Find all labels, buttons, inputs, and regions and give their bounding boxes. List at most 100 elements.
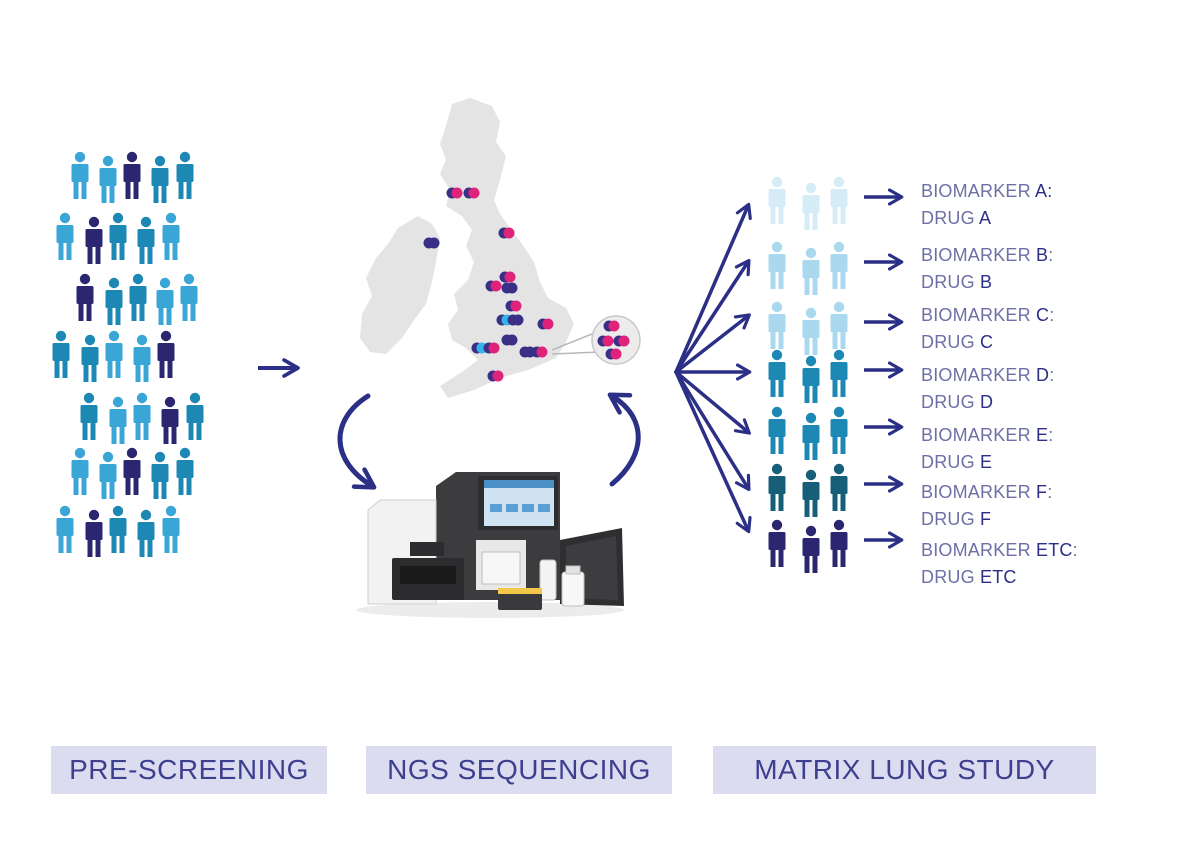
biomarker-group xyxy=(768,301,904,355)
site-marker-icon xyxy=(507,314,524,326)
person-icon xyxy=(161,396,179,444)
biomarker-person-groups xyxy=(768,176,904,573)
person-icon xyxy=(56,505,74,553)
person-icon xyxy=(123,151,141,199)
site-marker-icon xyxy=(446,187,463,199)
biomarker-label-a: BIOMARKER A: DRUG A xyxy=(921,181,1053,228)
person-icon xyxy=(133,334,151,382)
site-marker-icon xyxy=(603,320,620,332)
biomarker-group xyxy=(768,406,904,460)
biomarker-group xyxy=(768,463,904,517)
arrow-right-icon xyxy=(674,370,751,435)
person-icon xyxy=(56,212,74,260)
site-marker-icon xyxy=(487,370,504,382)
site-marker-icon xyxy=(605,348,622,360)
person-icon xyxy=(802,355,820,403)
person-icon xyxy=(830,349,848,397)
person-icon xyxy=(76,273,94,321)
person-icon xyxy=(176,447,194,495)
person-icon xyxy=(109,505,127,553)
site-marker-icon xyxy=(531,346,548,358)
biomarker-label-d: BIOMARKER D: DRUG D xyxy=(921,365,1055,412)
person-icon xyxy=(802,412,820,460)
person-icon xyxy=(768,176,786,224)
person-icon xyxy=(768,519,786,567)
person-icon xyxy=(151,451,169,499)
curved-arrow-icon xyxy=(607,392,641,487)
person-icon xyxy=(162,212,180,260)
person-icon xyxy=(157,330,175,378)
arrow-right-icon xyxy=(674,313,751,374)
person-icon xyxy=(109,212,127,260)
site-marker-icon xyxy=(499,271,516,283)
person-icon xyxy=(162,505,180,553)
person-icon xyxy=(80,392,98,440)
arrow-right-icon xyxy=(674,202,752,374)
person-icon xyxy=(180,273,198,321)
biomarker-label-etc: BIOMARKER ETC: DRUG ETC xyxy=(921,540,1078,587)
biomarker-label-c: BIOMARKER C: DRUG C xyxy=(921,305,1055,352)
pre-screening-crowd xyxy=(52,151,204,557)
person-icon xyxy=(81,334,99,382)
site-marker-icon xyxy=(485,280,502,292)
site-marker-icon xyxy=(463,187,480,199)
person-icon xyxy=(71,447,89,495)
arrow-right-icon xyxy=(674,370,751,492)
person-icon xyxy=(830,406,848,454)
stage-pre-screening: PRE-SCREENING xyxy=(51,746,327,794)
biomarker-label-e: BIOMARKER E: DRUG E xyxy=(921,425,1054,472)
person-icon xyxy=(768,241,786,289)
site-marker-icon xyxy=(498,227,515,239)
sequencer-machine-icon xyxy=(356,472,624,618)
biomarker-label-f: BIOMARKER F: DRUG F xyxy=(921,482,1053,529)
site-marker-icon xyxy=(423,237,440,249)
person-icon xyxy=(802,525,820,573)
stage-ngs-sequencing: NGS SEQUENCING xyxy=(366,746,672,794)
curved-arrow-icon xyxy=(337,393,377,490)
arrow-right-icon xyxy=(674,258,751,374)
site-marker-icon xyxy=(537,318,554,330)
site-marker-icon xyxy=(483,342,500,354)
person-icon xyxy=(151,155,169,203)
person-icon xyxy=(85,216,103,264)
person-icon xyxy=(830,241,848,289)
biomarker-group xyxy=(768,241,904,295)
person-icon xyxy=(133,392,151,440)
person-icon xyxy=(802,307,820,355)
person-icon xyxy=(105,330,123,378)
person-icon xyxy=(830,519,848,567)
person-icon xyxy=(129,273,147,321)
biomarker-group xyxy=(768,519,904,573)
biomarker-group xyxy=(768,349,904,403)
person-icon xyxy=(802,469,820,517)
person-icon xyxy=(768,463,786,511)
arrow-right-icon xyxy=(674,370,752,534)
person-icon xyxy=(137,216,155,264)
site-marker-icon xyxy=(501,334,518,346)
person-icon xyxy=(109,396,127,444)
stage-matrix-lung-study: MATRIX LUNG STUDY xyxy=(713,746,1096,794)
person-icon xyxy=(99,155,117,203)
person-icon xyxy=(802,182,820,230)
person-icon xyxy=(99,451,117,499)
biomarker-fan-arrows xyxy=(674,202,752,534)
person-icon xyxy=(830,176,848,224)
biomarker-group xyxy=(768,176,904,230)
person-icon xyxy=(768,349,786,397)
person-icon xyxy=(768,301,786,349)
person-icon xyxy=(137,509,155,557)
person-icon xyxy=(830,301,848,349)
person-icon xyxy=(802,247,820,295)
site-marker-icon xyxy=(613,335,630,347)
person-icon xyxy=(176,151,194,199)
person-icon xyxy=(123,447,141,495)
person-icon xyxy=(186,392,204,440)
person-icon xyxy=(156,277,174,325)
study-sites xyxy=(423,187,630,382)
person-icon xyxy=(105,277,123,325)
person-icon xyxy=(768,406,786,454)
person-icon xyxy=(85,509,103,557)
site-marker-icon xyxy=(501,282,518,294)
person-icon xyxy=(830,463,848,511)
